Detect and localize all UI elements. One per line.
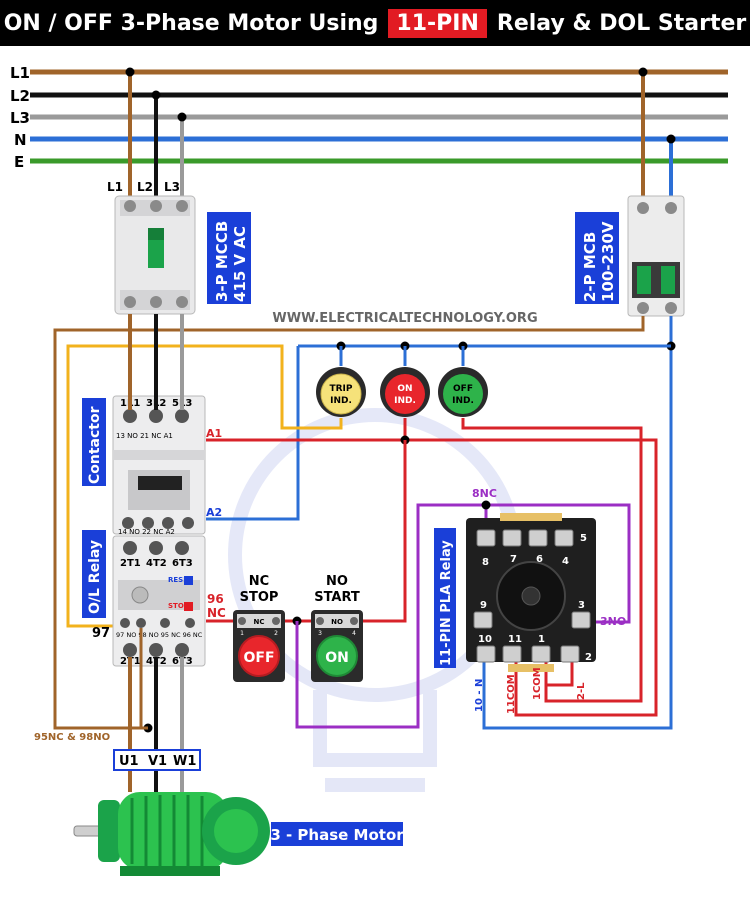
overload-reset-label: RESET: [168, 576, 193, 584]
stop-pushbutton[interactable]: NC 1 2 OFF: [233, 610, 285, 682]
stop-button-type-label: NC: [249, 574, 269, 589]
indicator-on: ON IND.: [380, 346, 430, 417]
reset-button-icon: [184, 576, 193, 585]
bus-label-e: E: [14, 153, 24, 171]
mccb-label-box: [207, 212, 251, 304]
stop-button-icon: [184, 602, 193, 611]
indicator-on-line2: IND.: [394, 396, 416, 406]
relay-pin-8: 8: [482, 557, 489, 568]
indicator-off-line2: IND.: [452, 396, 474, 406]
website-text: WWW.ELECTRICALTECHNOLOGY.ORG: [272, 311, 537, 326]
relay-pin-2: 2: [585, 652, 592, 663]
bus-label-l1: L1: [10, 64, 30, 82]
bus-label-l3: L3: [10, 109, 30, 127]
contactor-a2-label: A2: [206, 506, 222, 519]
start-pushbutton[interactable]: NO 3 4 ON: [311, 610, 363, 682]
contactor-label: Contactor: [87, 406, 103, 484]
relay-pin-5: 5: [580, 533, 587, 544]
motor-label: 3 - Phase Motor: [270, 826, 404, 844]
mccb-breaker: [114, 195, 196, 315]
ol-top-terminal-2t1: 2T1: [120, 558, 141, 569]
relay-tag-11com: 11COM: [506, 674, 517, 714]
relay-tag-3no: 3NO: [600, 615, 626, 628]
mcb-label-line2: 100-230V: [599, 221, 617, 302]
stop-button-face: OFF: [243, 650, 274, 666]
bus-labels: L1 L2 L3 N E: [10, 64, 30, 171]
overload-stop-label: STOP: [168, 602, 189, 610]
start-button-name-label: START: [314, 590, 360, 605]
ol-top-terminal-6t3: 6T3: [172, 558, 193, 569]
relay-pin-11: 11: [508, 634, 522, 645]
motor-terminal-w1: W1: [173, 754, 196, 769]
mccb-label-line2: 415 V AC: [231, 226, 249, 302]
mccb-terminal-l3: L3: [164, 180, 180, 194]
stop-button-t1: 1: [240, 630, 244, 637]
indicator-trip-line1: TRIP: [329, 384, 352, 394]
three-phase-motor-icon: [73, 792, 270, 876]
overload-label: O/L Relay: [87, 540, 103, 614]
mccb-terminal-l2: L2: [137, 180, 153, 194]
start-button-type-label: NO: [326, 574, 348, 589]
relay-label-box: [434, 528, 456, 668]
bus-lines: [30, 69, 728, 164]
motor-terminal-u1: U1: [119, 754, 139, 769]
overload-96-label: 96: [207, 592, 224, 606]
relay-pin-7: 7: [510, 554, 517, 565]
overload-tag-95nc-98no: 95NC & 98NO: [34, 732, 110, 743]
relay-pin-6: 6: [536, 554, 543, 565]
relay-tag-2l: 2-L: [576, 682, 587, 700]
start-button-t2: 4: [352, 630, 356, 637]
mccb-label-line1: 3-P MCCB: [213, 221, 231, 302]
overload-nc-label: NC: [207, 606, 226, 620]
start-button-t1: 3: [318, 630, 322, 637]
indicator-off-line1: OFF: [453, 384, 473, 394]
indicator-trip: TRIP IND.: [316, 346, 366, 417]
relay-pin-1: 1: [538, 634, 545, 645]
ol-top-terminal-4t2: 4T2: [146, 558, 167, 569]
indicator-trip-line2: IND.: [330, 396, 352, 406]
start-button-face: ON: [325, 650, 349, 666]
contactor-aux-bottom: 14 NO 22 NC A2: [118, 528, 175, 536]
relay-pin-9: 9: [480, 600, 487, 611]
motor-label-box: [271, 822, 403, 846]
start-button-no-mark: NO: [331, 618, 343, 626]
title-bar: ON / OFF 3-Phase Motor Using 11-PIN Rela…: [0, 0, 750, 46]
mcb-breaker: [627, 195, 685, 317]
contactor-a1-label: A1: [206, 427, 222, 440]
overload-relay-body: [112, 535, 206, 667]
overload-97-label: 97: [92, 626, 110, 641]
relay-base: [466, 513, 596, 672]
contactor-body: [112, 395, 206, 535]
stop-button-nc-mark: NC: [254, 618, 265, 626]
bus-label-n: N: [14, 131, 27, 149]
mcb-label-box: [575, 212, 619, 304]
mccb-terminal-l1: L1: [107, 180, 123, 194]
relay-tag-10n: 10 - N: [474, 679, 485, 712]
motor-terminal-box: [113, 749, 201, 771]
indicator-on-line1: ON: [397, 384, 412, 394]
stop-button-t2: 2: [274, 630, 278, 637]
relay-pin-4: 4: [562, 556, 569, 567]
title-part2: Relay & DOL Starter: [496, 10, 747, 36]
mcb-label-line1: 2-P MCB: [581, 232, 599, 302]
contactor-label-box: [82, 398, 106, 486]
title-pin-badge: 11-PIN: [388, 8, 487, 38]
motor-terminal-v1: V1: [148, 754, 167, 769]
overload-label-box: [82, 530, 106, 618]
stop-button-name-label: STOP: [240, 590, 279, 605]
bus-label-l2: L2: [10, 87, 30, 105]
overload-aux-label: 97 NO 98 NO 95 NC 96 NC: [116, 631, 203, 639]
indicator-off: OFF IND.: [438, 346, 488, 417]
relay-pin-3: 3: [578, 600, 585, 611]
relay-tag-1com: 1COM: [532, 667, 543, 700]
contactor-aux-top: 13 NO 21 NC A1: [116, 432, 173, 440]
relay-tag-8nc: 8NC: [472, 487, 497, 500]
relay-label: 11-PIN PLA Relay: [439, 540, 454, 666]
relay-pin-10: 10: [478, 634, 492, 645]
title-part1: ON / OFF 3-Phase Motor Using: [3, 10, 379, 36]
